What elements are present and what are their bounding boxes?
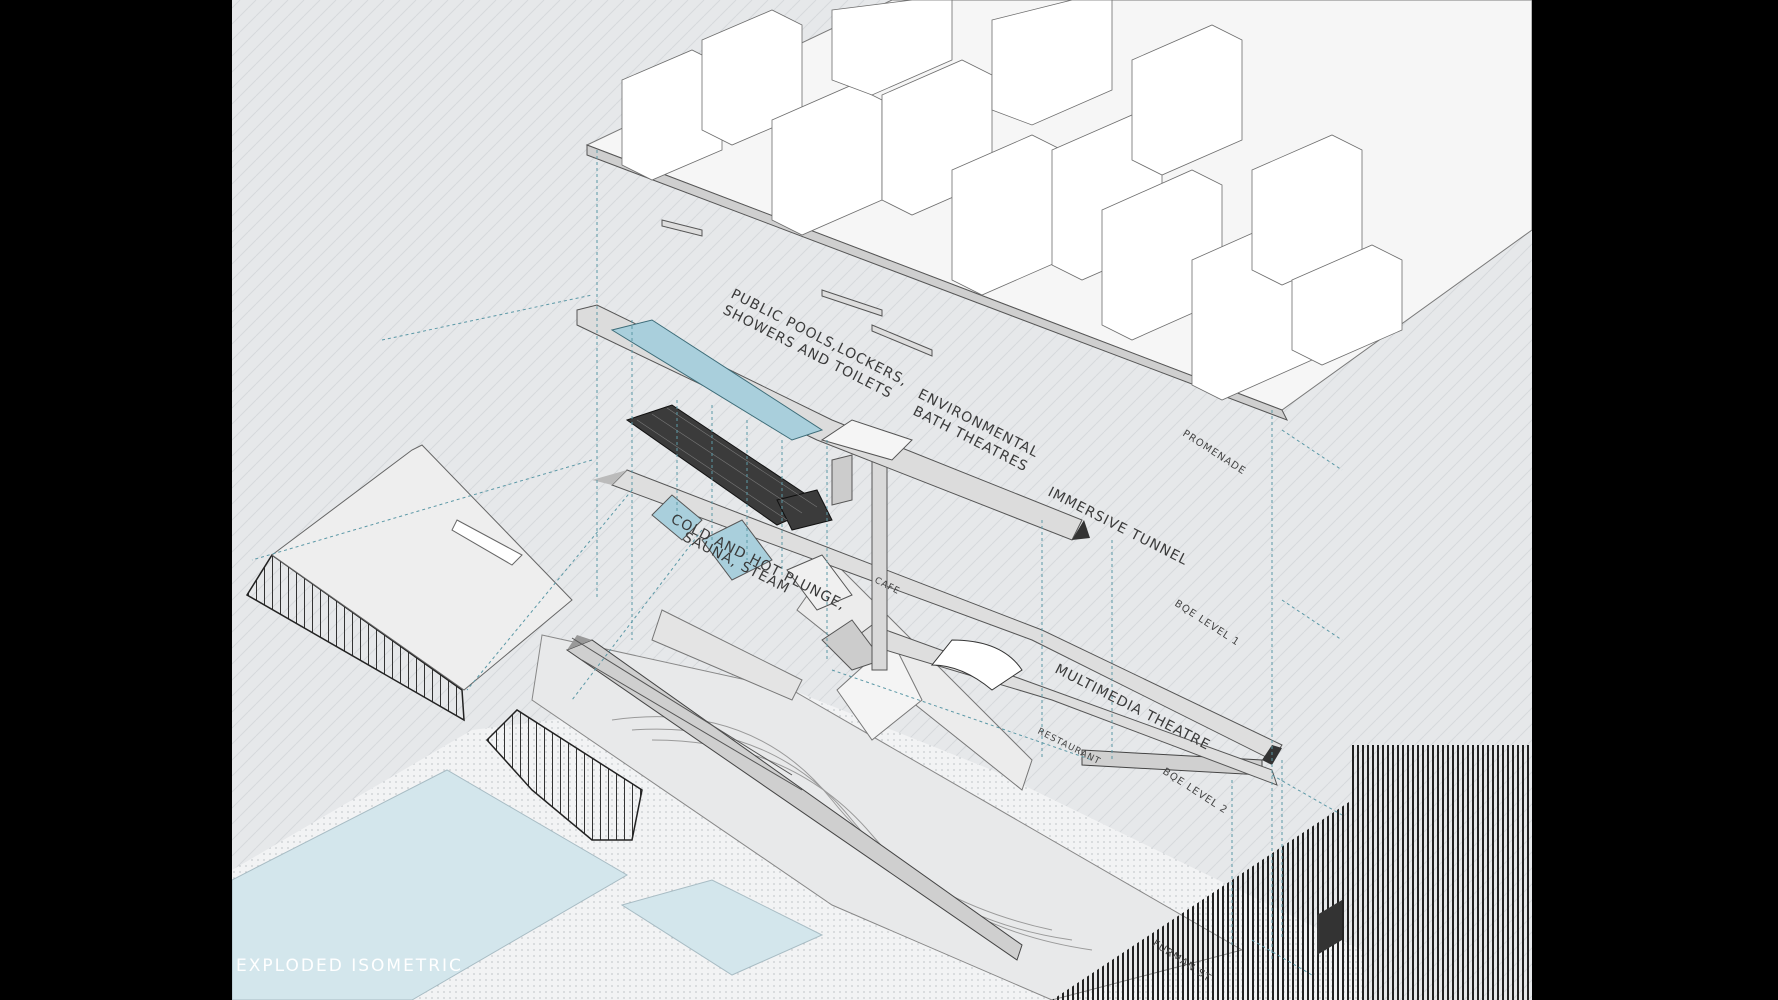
drawing-title: EXPLODED ISOMETRIC bbox=[236, 956, 463, 976]
bqe-level-1-slab bbox=[592, 439, 1283, 765]
wall-step bbox=[1317, 900, 1342, 955]
drawing-sheet: PUBLIC POOLS,LOCKERS, SHOWERS AND TOILET… bbox=[232, 0, 1532, 1000]
level-tags bbox=[1251, 429, 1343, 976]
left-pier-element bbox=[245, 444, 643, 841]
furman-street-slab bbox=[565, 635, 1023, 961]
multimedia-shell bbox=[930, 639, 1023, 691]
plunge-pool-2 bbox=[701, 519, 773, 581]
bath-theatre-tower bbox=[831, 454, 853, 506]
water-basin bbox=[232, 769, 628, 1000]
public-pool bbox=[610, 319, 824, 441]
plunge-pool-1 bbox=[651, 494, 703, 541]
water-channel bbox=[620, 879, 824, 976]
retaining-wall-hatch bbox=[1052, 745, 1532, 1000]
solar-panel-array bbox=[625, 404, 833, 531]
pool-level-slab bbox=[576, 304, 1090, 541]
bqe-level-2-slab bbox=[651, 559, 1278, 791]
city-block bbox=[585, 0, 1532, 421]
alignment-guides bbox=[251, 150, 1283, 960]
exploded-isometric-drawing: PUBLIC POOLS,LOCKERS, SHOWERS AND TOILET… bbox=[232, 0, 1532, 1000]
pier-bow bbox=[485, 709, 643, 841]
